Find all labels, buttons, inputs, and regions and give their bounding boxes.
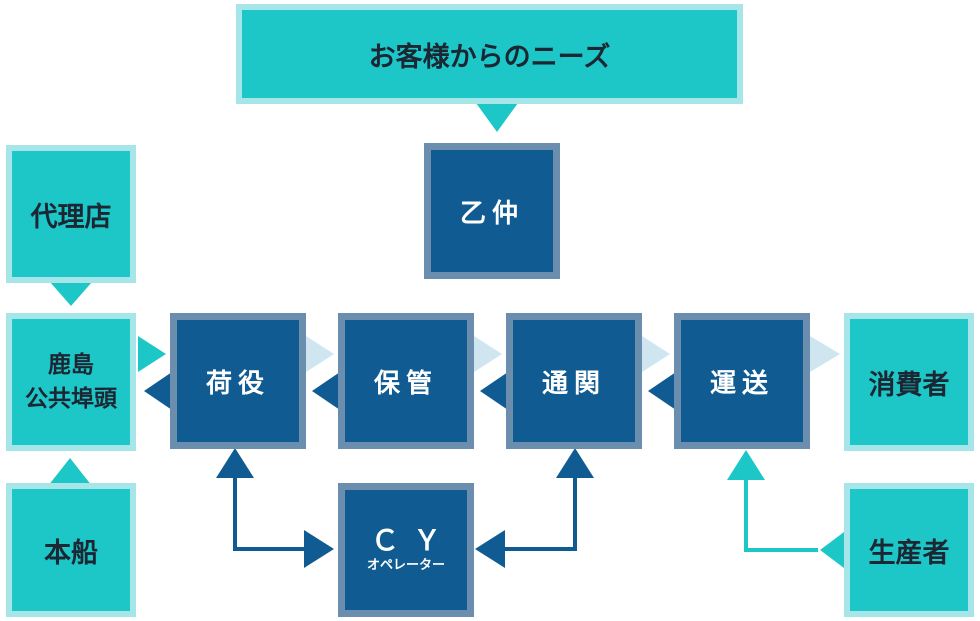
terminal-line-1: 鹿島: [48, 352, 94, 378]
producer-box: 生産者: [844, 483, 974, 617]
flow-arrow-cargo-handling-to-storage: [306, 336, 334, 372]
return-arrow-cargo-handling-to-terminal: [144, 372, 172, 410]
agent-label: 代理店: [30, 201, 112, 233]
step-customs-label: 通関: [541, 368, 606, 399]
connector-cargo-handling-to-cy: [233, 476, 305, 551]
flow-arrow-transport-to-consumer: [810, 336, 840, 372]
return-arrow-transport-to-customs: [648, 372, 676, 410]
flow-arrow-customs-to-transport: [642, 336, 670, 372]
ship-callout-pointer: [48, 458, 92, 486]
flow-arrow-storage-to-customs: [474, 336, 502, 372]
cy-title: ＣＹ: [370, 524, 455, 557]
consumer-box: 消費者: [844, 313, 974, 451]
step-cargo-handling-box: 荷役: [170, 313, 306, 449]
step-storage-box: 保管: [338, 313, 474, 449]
agent-callout-pointer: [50, 282, 92, 306]
cy-subtitle: オペレーター: [366, 558, 445, 573]
step-transport-box: 運送: [674, 313, 810, 449]
agent-box: 代理店: [6, 145, 136, 283]
connector-producer-to-transport: [744, 478, 818, 552]
return-arrow-customs-to-storage: [480, 372, 508, 410]
connector-customs-arrowhead: [556, 448, 594, 478]
producer-label: 生産者: [868, 537, 950, 569]
step-cargo-handling-label: 荷役: [205, 368, 270, 399]
terminal-line-2: 公共埠頭: [25, 386, 117, 412]
connector-customs-to-cy: [504, 476, 577, 551]
customer-needs-box: お客様からのニーズ: [236, 4, 743, 104]
needs-callout-pointer: [476, 103, 518, 132]
cy-operator-box: ＣＹ オペレーター: [338, 483, 474, 617]
connector-transport-arrowhead: [727, 450, 765, 480]
connector-cy-left-arrowhead: [304, 530, 334, 568]
connector-cy-right-arrowhead: [475, 530, 505, 568]
otsunaka-box: 乙仲: [424, 143, 560, 279]
step-storage-label: 保管: [373, 368, 438, 399]
flow-arrow-terminal-to-cargo-handling: [138, 336, 166, 372]
customer-needs-label: お客様からのニーズ: [368, 41, 611, 73]
consumer-label: 消費者: [868, 369, 950, 401]
otsunaka-label: 乙仲: [459, 198, 524, 229]
return-arrow-storage-to-cargo-handling: [312, 372, 340, 410]
step-customs-box: 通関: [506, 313, 642, 449]
kashima-terminal-box: 鹿島 公共埠頭: [6, 313, 136, 451]
connector-cargo-handling-arrowhead: [216, 448, 254, 478]
ship-box: 本船: [6, 483, 136, 617]
producer-callout-pointer: [820, 529, 848, 571]
ship-label: 本船: [44, 537, 98, 569]
step-transport-label: 運送: [709, 368, 774, 399]
